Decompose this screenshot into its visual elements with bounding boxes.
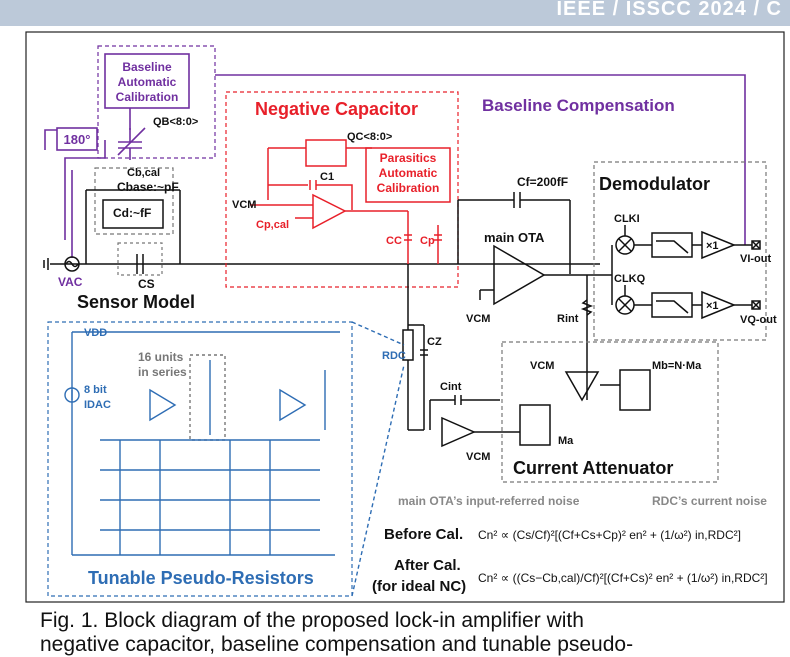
x1-label-q: ×1 — [706, 300, 719, 312]
vac-label: VAC — [58, 275, 83, 289]
parasitics-cal-line2: Automatic — [379, 166, 438, 180]
tunable-pseudo-resistors-circuit — [47, 321, 405, 597]
vcm-label-ota: VCM — [466, 313, 490, 325]
noise-right-label: RDC’s current noise — [652, 494, 767, 508]
cz-label: CZ — [427, 336, 442, 348]
parasitics-cal-line1: Parasitics — [380, 151, 437, 165]
qb-label: QB<8:0> — [153, 116, 198, 128]
negative-capacitor-title: Negative Capacitor — [255, 99, 418, 119]
cpcal-label: Cp,cal — [256, 219, 289, 231]
vi-out-label: VI-out — [740, 253, 771, 265]
page-header-text: IEEE / ISSCC 2024 / C — [556, 0, 782, 20]
units-line1: 16 units — [138, 350, 184, 364]
vcm-label-negcap: VCM — [232, 199, 256, 211]
vcm-label-int: VCM — [466, 451, 490, 463]
sensor-model-circuit — [43, 167, 600, 276]
figure-caption-line1: Fig. 1. Block diagram of the proposed lo… — [40, 609, 584, 632]
cp-label: Cp — [420, 235, 435, 247]
parasitics-cal-line3: Calibration — [377, 181, 440, 195]
current-attenuator-circuit — [402, 324, 719, 483]
vdd-label: VDD — [84, 327, 107, 339]
x1-label-i: ×1 — [706, 240, 719, 252]
mb-label: Mb=N·Ma — [652, 360, 702, 372]
main-ota-label: main OTA — [484, 230, 545, 245]
baseline-compensation-title: Baseline Compensation — [482, 96, 675, 115]
before-cal-equation: Cn² ∝ (Cs/Cf)²[(Cf+Cs+Cp)² en² + (1/ω²) … — [478, 528, 741, 542]
baseline-cal-line3: Calibration — [116, 90, 179, 104]
clkq-label: CLKQ — [614, 273, 646, 285]
clki-label: CLKI — [614, 213, 640, 225]
idac-line2: IDAC — [84, 399, 111, 411]
qc-label: QC<8:0> — [347, 131, 392, 143]
cbase-label: Cbase:~pF — [117, 180, 179, 194]
units-line2: in series — [138, 365, 187, 379]
c1-label: C1 — [320, 171, 334, 183]
rint-label: Rint — [557, 313, 579, 325]
cbcal-label: Cb,cal — [127, 167, 160, 179]
negative-capacitor-circuit — [225, 91, 459, 288]
cc-label: CC — [386, 235, 402, 247]
main-ota-circuit — [407, 192, 600, 345]
before-cal-label: Before Cal. — [384, 526, 463, 543]
demodulator-title: Demodulator — [599, 174, 710, 194]
vcm-label-attenuator: VCM — [530, 360, 554, 372]
idac-line1: 8 bit — [84, 384, 107, 396]
cd-label: Cd:~fF — [113, 206, 151, 220]
after-cal-equation: Cn² ∝ ((Cs−Cb,cal)/Cf)²[(Cf+Cs)² en² + (… — [478, 571, 768, 585]
phase-180-label: 180° — [64, 132, 91, 147]
demodulator-circuit — [593, 161, 767, 341]
rdc-label: RDC — [382, 350, 406, 362]
current-attenuator-title: Current Attenuator — [513, 458, 673, 478]
after-cal-label: After Cal. — [394, 557, 461, 574]
sensor-model-title: Sensor Model — [77, 292, 195, 312]
baseline-cal-line1: Baseline — [122, 60, 172, 74]
cint-label: Cint — [440, 381, 462, 393]
ma-label: Ma — [558, 435, 574, 447]
after-cal-sublabel: (for ideal NC) — [372, 578, 466, 595]
figure-caption-line2: negative capacitor, baseline compensatio… — [40, 633, 634, 656]
page-header-bar: IEEE / ISSCC 2024 / C — [0, 0, 790, 26]
vq-out-label: VQ-out — [740, 314, 777, 326]
figure-frame — [25, 31, 785, 603]
baseline-cal-line2: Automatic — [118, 75, 177, 89]
phase-180-box — [56, 127, 98, 151]
cs-label: CS — [138, 277, 155, 291]
tunable-pseudo-resistors-title: Tunable Pseudo-Resistors — [88, 568, 314, 588]
cf-label: Cf=200fF — [517, 175, 568, 189]
noise-left-label: main OTA’s input-referred noise — [398, 494, 580, 508]
